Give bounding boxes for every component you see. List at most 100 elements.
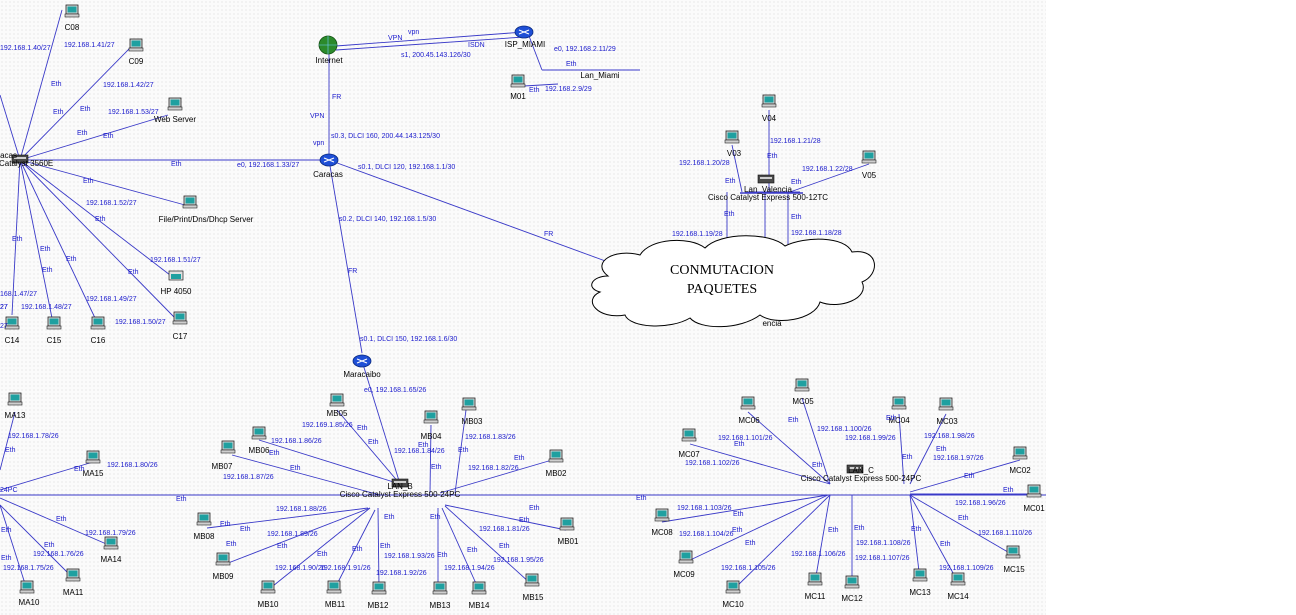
link-label: 192.168.1.102/26: [685, 460, 740, 467]
node-mc05-icon[interactable]: [794, 378, 810, 392]
link-label: 192.168.1.88/26: [276, 506, 327, 513]
link-label: 192.168.1.75/26: [3, 565, 54, 572]
link-label: Eth: [77, 130, 88, 137]
link-label: Eth: [290, 465, 301, 472]
node-hp-icon[interactable]: [168, 270, 184, 281]
link-label: 192.168.1.52/27: [86, 200, 137, 207]
network-link: [747, 411, 831, 485]
node-mc15-icon[interactable]: [1005, 545, 1021, 559]
network-link: [19, 159, 171, 276]
node-file-icon[interactable]: [182, 195, 198, 209]
node-label: MC05: [792, 397, 814, 406]
node-mb11-icon[interactable]: [326, 580, 342, 594]
node-label: MB09: [213, 572, 234, 581]
node-label: racas: [0, 151, 17, 160]
node-mc01-icon[interactable]: [1026, 484, 1042, 498]
link-label: 192.168.1.91/26: [320, 565, 371, 572]
node-mb14-icon[interactable]: [471, 581, 487, 595]
node-mc02-icon[interactable]: [1012, 446, 1028, 460]
node-inet-icon[interactable]: [318, 35, 338, 55]
link-label: 192.169.1.85/26: [302, 422, 353, 429]
node-isp-icon[interactable]: [514, 25, 534, 39]
node-mc12-icon[interactable]: [844, 575, 860, 589]
node-v03-icon[interactable]: [724, 130, 740, 144]
node-mc14-icon[interactable]: [950, 572, 966, 586]
node-ma13-icon[interactable]: [7, 392, 23, 406]
network-link: [336, 409, 401, 485]
link-label: 192.168.1.82/26: [468, 465, 519, 472]
node-web-icon[interactable]: [167, 97, 183, 111]
link-label: 192.168.1.108/26: [856, 540, 911, 547]
node-mc13-icon[interactable]: [912, 568, 928, 582]
node-mb13-icon[interactable]: [432, 581, 448, 595]
node-c09-icon[interactable]: [128, 38, 144, 52]
node-mc10-icon[interactable]: [725, 580, 741, 594]
node-mb12-icon[interactable]: [371, 581, 387, 595]
link-label: 192.168.1.105/26: [721, 565, 776, 572]
node-c15-icon[interactable]: [46, 316, 62, 330]
link-label: 192.168.1.86/26: [271, 438, 322, 445]
node-mb01-icon[interactable]: [559, 517, 575, 531]
node-m01-icon[interactable]: [510, 74, 526, 88]
node-label: Internet: [315, 56, 343, 65]
link-label: s0.2, DLCI 140, 192.168.1.5/30: [339, 216, 436, 223]
node-ma15-icon[interactable]: [85, 450, 101, 464]
link-label: Eth: [529, 87, 540, 94]
link-label: FR: [348, 268, 357, 275]
node-v05-icon[interactable]: [861, 150, 877, 164]
node-c08-icon[interactable]: [64, 4, 80, 18]
network-link: [333, 509, 376, 591]
link-label: Eth: [83, 178, 94, 185]
network-link: [814, 494, 831, 583]
node-c17-icon[interactable]: [172, 311, 188, 325]
network-link: [19, 159, 96, 319]
link-label: 192.168.1.42/27: [103, 82, 154, 89]
node-mc06-icon[interactable]: [740, 396, 756, 410]
node-swv-icon[interactable]: [757, 174, 775, 184]
node-mc04-icon[interactable]: [891, 396, 907, 410]
link-label: 192.168.1.78/26: [8, 433, 59, 440]
node-mb02-icon[interactable]: [548, 449, 564, 463]
node-mc09-icon[interactable]: [678, 550, 694, 564]
node-v04-icon[interactable]: [761, 94, 777, 108]
node-mc11-icon[interactable]: [807, 572, 823, 586]
node-mb06-icon[interactable]: [251, 426, 267, 440]
link-label: Eth: [176, 496, 187, 503]
node-mb04-icon[interactable]: [423, 410, 439, 424]
node-mc07-icon[interactable]: [681, 428, 697, 442]
node-mb08-icon[interactable]: [196, 512, 212, 526]
node-swcc-icon[interactable]: [846, 464, 864, 474]
node-label: V04: [762, 114, 777, 123]
node-label: MC14: [947, 592, 969, 601]
link-label: Eth: [368, 439, 379, 446]
node-swb-icon[interactable]: [391, 478, 409, 488]
network-link: [11, 159, 21, 316]
network-link: [258, 439, 401, 485]
node-label: MB12: [368, 601, 389, 610]
node-mb09-icon[interactable]: [215, 552, 231, 566]
node-mb15-icon[interactable]: [524, 573, 540, 587]
node-c16-icon[interactable]: [90, 316, 106, 330]
node-ma14-icon[interactable]: [103, 536, 119, 550]
node-mar-icon[interactable]: [352, 354, 372, 368]
node-c14-icon[interactable]: [4, 316, 20, 330]
node-mb05-icon[interactable]: [329, 393, 345, 407]
node-ma10-icon[interactable]: [19, 580, 35, 594]
link-label: ISDN: [468, 42, 485, 49]
node-mc08-icon[interactable]: [654, 508, 670, 522]
node-ma11-icon[interactable]: [65, 568, 81, 582]
network-link: [19, 9, 63, 161]
link-label: Eth: [529, 505, 540, 512]
link-label: 192.168.1.95/26: [493, 557, 544, 564]
node-mb10-icon[interactable]: [260, 580, 276, 594]
node-mb03-icon[interactable]: [461, 397, 477, 411]
link-label: 192.168.1.109/26: [939, 565, 994, 572]
node-mb07-icon[interactable]: [220, 440, 236, 454]
node-car-icon[interactable]: [319, 153, 339, 167]
link-label: Eth: [431, 464, 442, 471]
node-mc03-icon[interactable]: [938, 397, 954, 411]
network-link: [0, 461, 94, 491]
node-swc-icon[interactable]: [11, 154, 29, 164]
link-label: Eth: [566, 61, 577, 68]
node-label: HP 4050: [161, 287, 193, 296]
